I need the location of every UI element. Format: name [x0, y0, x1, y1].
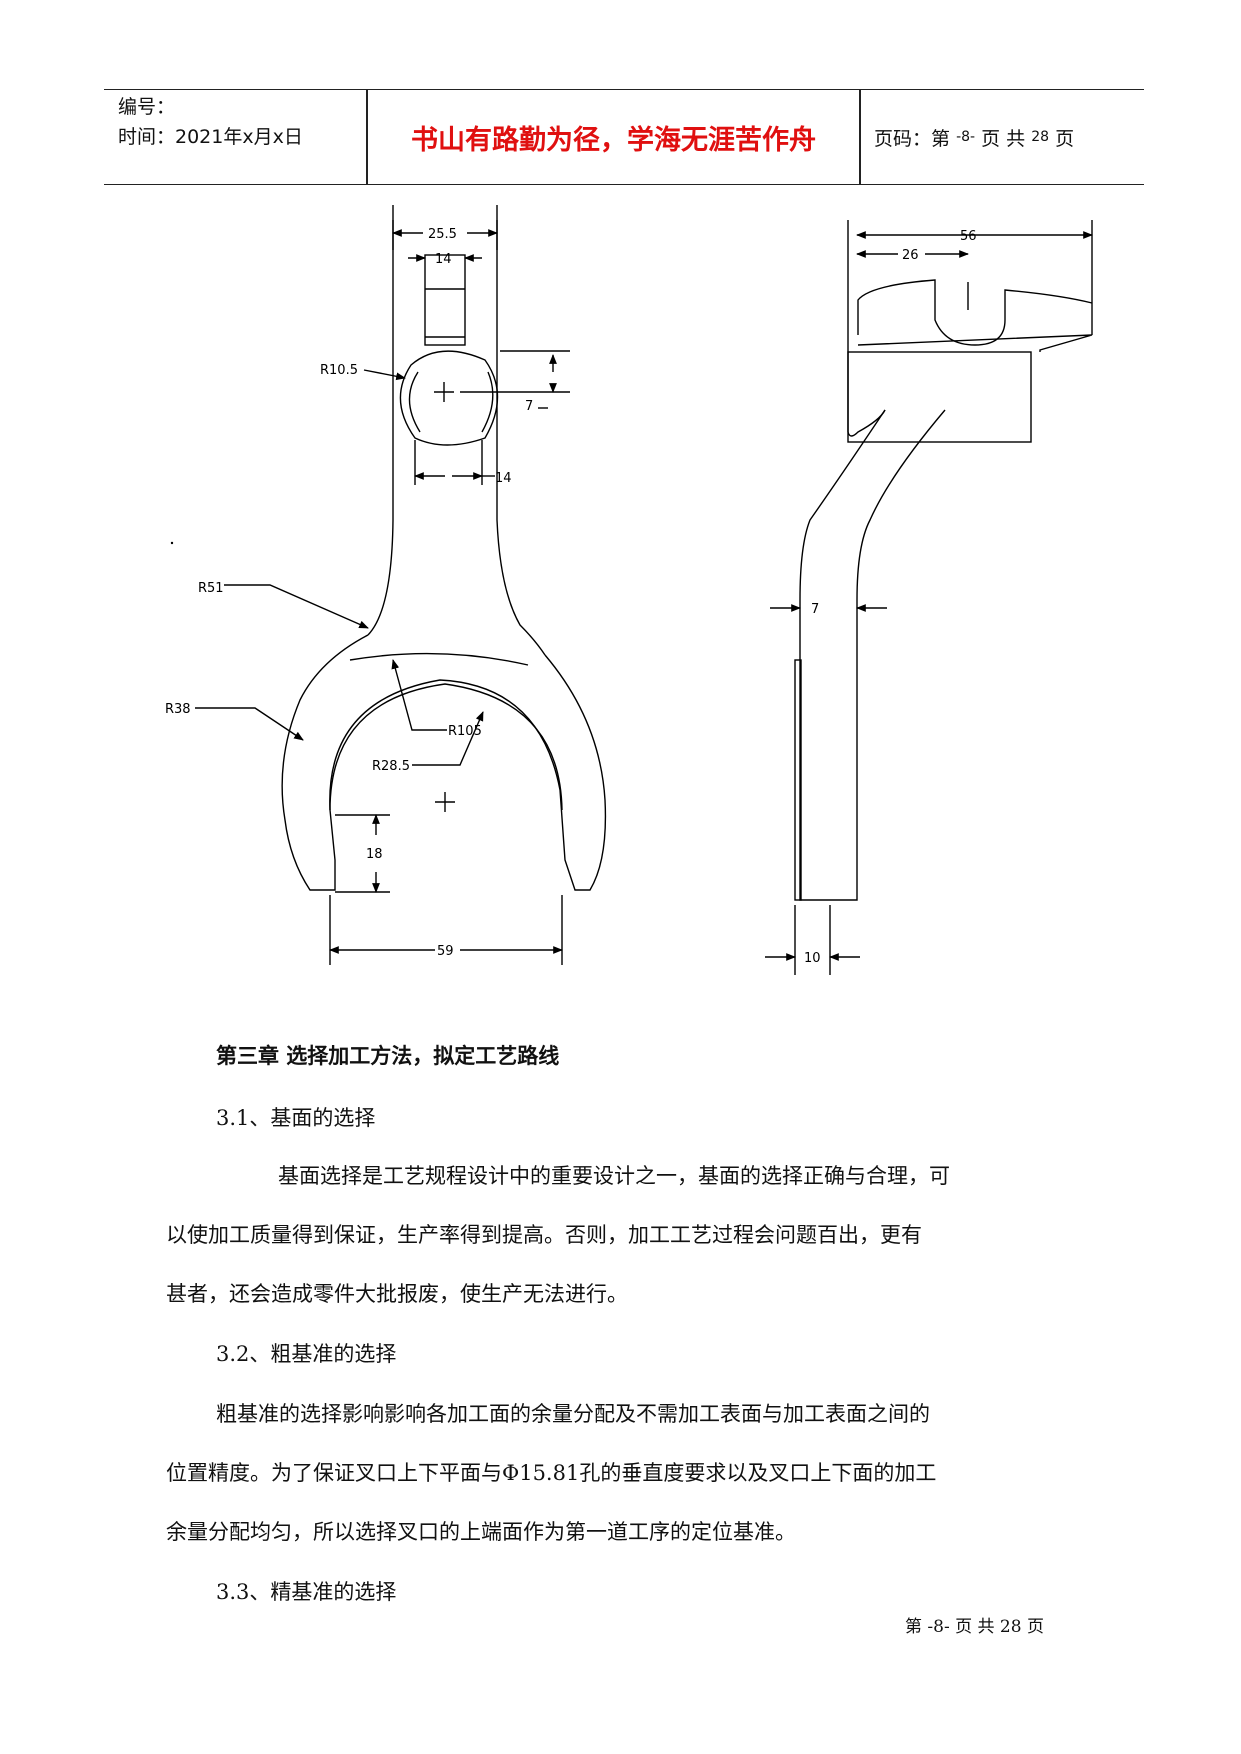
paragraph-line: 甚者，还会造成零件大批报废，使生产无法进行。: [166, 1282, 628, 1306]
page-label: 页码：第: [874, 127, 951, 150]
paragraph-line: 以使加工质量得到保证，生产率得到提高。否则，加工工艺过程会问题百出，更有: [166, 1223, 922, 1247]
dim-7-hole: 7: [525, 399, 533, 414]
paragraph-line: 余量分配均匀，所以选择叉口的上端面作为第一道工序的定位基准。: [166, 1520, 796, 1544]
chapter-title: 第三章 选择加工方法，拟定工艺路线: [216, 1044, 560, 1068]
dim-r51: R51: [198, 581, 224, 596]
technical-drawing: 25.5 14 R10.5 7 14 R51 R38 R105: [165, 205, 1093, 975]
head-profile: [847, 220, 886, 437]
page-header: 编号： 时间：2021年x月x日 书山有路勤为径，学海无涯苦作舟 页码：第 -8…: [104, 89, 1144, 185]
header-divider: [859, 90, 861, 184]
page-total-label: 页 共: [981, 127, 1026, 150]
dim-r10-5: R10.5: [320, 363, 358, 378]
dim-59: 59: [437, 944, 454, 959]
section-heading-3-3: 3.3、精基准的选择: [216, 1580, 397, 1604]
top-slot: [424, 254, 466, 346]
dim-r28-5: R28.5: [372, 759, 410, 774]
side-view: 56 26 7 10: [765, 220, 1093, 975]
dim-56: 56: [960, 229, 977, 244]
page-num: -8-: [956, 129, 976, 145]
section-heading-3-1: 3.1、基面的选择: [216, 1106, 376, 1130]
dim-14-top: 14: [435, 252, 452, 267]
header-meta: 编号： 时间：2021年x月x日: [118, 92, 303, 152]
fork-outer: [281, 634, 607, 891]
dim-18: 18: [366, 847, 383, 862]
front-view: 25.5 14 R10.5 7 14 R51 R38 R105: [165, 205, 607, 965]
paragraph-line: 位置精度。为了保证叉口上下平面与Φ15.81孔的垂直度要求以及叉口上下面的加工: [166, 1461, 937, 1485]
dim-r38: R38: [165, 702, 191, 717]
dim-14-mid: 14: [495, 471, 512, 486]
dim-25-5: 25.5: [428, 227, 457, 242]
dim-10: 10: [804, 951, 821, 966]
shank-outline: [367, 220, 546, 656]
dim-7-side: 7: [811, 602, 819, 617]
page-footer: 第 -8- 页 共 28 页: [905, 1617, 1044, 1637]
paragraph-line: 基面选择是工艺规程设计中的重要设计之一，基面的选择正确与合理，可: [278, 1164, 950, 1188]
bore: [399, 350, 499, 446]
section-heading-3-2: 3.2、粗基准的选择: [216, 1342, 397, 1366]
page-total-num: 28: [1031, 129, 1050, 145]
serial-label: 编号：: [118, 96, 176, 118]
paragraph-line: 粗基准的选择影响影响各加工面的余量分配及不需加工表面与加工表面之间的: [216, 1402, 930, 1426]
hub-block: [847, 351, 1032, 443]
header-slogan: 书山有路勤为径，学海无涯苦作舟: [411, 124, 816, 156]
dim-26: 26: [902, 248, 919, 263]
header-divider: [366, 90, 368, 184]
time-label: 时间：2021年x月x日: [118, 126, 303, 148]
page-suffix: 页: [1055, 127, 1075, 150]
fork-inner: [329, 683, 563, 811]
header-page-number: 页码：第 -8- 页 共 28 页: [874, 90, 1074, 184]
neck-curve: [799, 409, 946, 901]
